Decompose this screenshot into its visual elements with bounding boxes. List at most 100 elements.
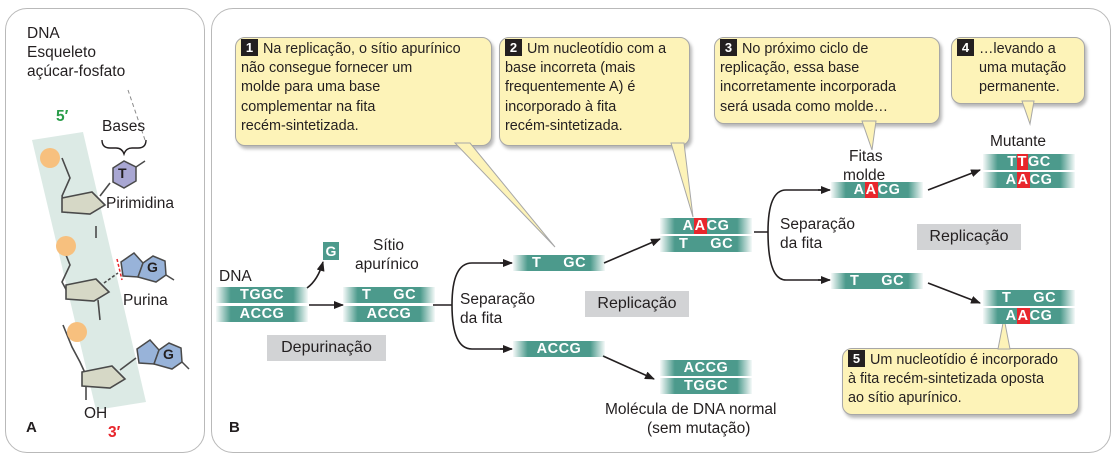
callout-3-pointer: [861, 120, 877, 151]
final-strand-bottom-a: A: [1005, 308, 1017, 324]
mutant-base-a-2: A: [1016, 172, 1030, 188]
phosphate-2: [56, 236, 76, 256]
separated-strand-damaged-left: T: [531, 255, 542, 271]
callout-5-line-2: à fita recém-sintetizada oposta: [848, 371, 1044, 388]
depurinated-strand-top-right: GC: [393, 287, 417, 303]
callout-5-text: 5 Um nucleotídio é incorporado à fita rec…: [848, 350, 1058, 409]
callout-1-line-4: complementar na fita: [241, 98, 376, 115]
callout-2-line-4: incorporado à fita: [505, 98, 617, 115]
sugar-1: [61, 191, 107, 215]
template-label-2: molde: [843, 167, 886, 184]
depurinated-strand-bottom: ACCG: [343, 306, 435, 322]
released-guanine: G: [323, 242, 339, 260]
depurination-step: Depurinação: [267, 335, 386, 361]
panel-b-letter: B: [229, 419, 240, 436]
callout-2-line-3: frequentemente A) é: [505, 79, 636, 96]
lower-single-strand-left: T: [849, 273, 860, 289]
replicated-strand-top-a: A: [682, 218, 694, 234]
template-label-1: Fitas: [849, 148, 883, 165]
callout-3-number: 3: [720, 39, 737, 56]
mutant-strand-bottom-b: CG: [1029, 172, 1053, 188]
strand-separation-label-1b: da fita: [460, 310, 503, 327]
dna-strand-original-top: TGGC: [216, 287, 308, 303]
five-prime-label: 5′: [56, 108, 69, 125]
callout-4-pointer: [1021, 100, 1035, 126]
mutant-base-t: T: [1016, 154, 1028, 170]
mutant-strand-bottom-a: A: [1005, 172, 1017, 188]
panel-a-title-2: Esqueleto: [27, 44, 96, 61]
callout-3-line-4: será usada como molde…: [720, 98, 888, 115]
replication-arrow-1: [603, 238, 661, 264]
replication-step-1: Replicação: [585, 291, 689, 317]
pyrimidine-label: Pirimidina: [106, 195, 175, 212]
phosphate-3: [67, 322, 87, 342]
lower-single-strand-right: GC: [881, 273, 905, 289]
pyrimidine-base: [112, 160, 137, 189]
callout-3-text: 3 No próximo ciclo de replicação, essa ba…: [720, 39, 896, 117]
callout-4-line-3: permanente.: [979, 79, 1060, 96]
callout-4-line-2: uma mutação: [979, 60, 1067, 77]
normal-molecule-label-1: Molécula de DNA normal: [605, 401, 777, 418]
base-t-letter: T: [118, 165, 127, 181]
callout-5-pointer: [997, 317, 1011, 350]
callout-5-number: 5: [848, 350, 865, 367]
callout-5-line-1: Um nucleotídio é incorporado: [870, 352, 1058, 368]
strand-separation-label-2a: Separação: [780, 216, 855, 233]
oh-label: OH: [84, 405, 108, 422]
lower-single-strand: T GC: [831, 273, 923, 289]
dna-strand-original-bottom: ACCG: [216, 306, 308, 322]
sugar-3: [81, 365, 127, 389]
mutant-strand-bottom: AACG: [983, 172, 1075, 188]
callout-1-line-5: recém-sintetizada.: [241, 117, 359, 134]
callout-4-line-1: …levando a: [979, 41, 1056, 57]
normal-molecule-top: ACCG: [660, 360, 752, 376]
abasic-site-label-2: apurínico: [355, 256, 419, 273]
replicated-strand-bottom-left: T: [678, 236, 689, 252]
callout-3-line-1: No próximo ciclo de: [742, 41, 869, 57]
sugar-2: [65, 278, 111, 302]
final-strand-top: T GC: [983, 290, 1075, 306]
callout-2-pointer: [670, 142, 694, 218]
panel-a-title-3: açúcar-fosfato: [27, 63, 126, 80]
strand-separation-fork-1: [433, 262, 510, 350]
final-strand-top-right: GC: [1033, 290, 1057, 306]
template-mutant-base: A: [864, 182, 878, 198]
mutant-strand-top-a: T: [1007, 154, 1017, 170]
final-mutant-base: A: [1016, 308, 1030, 324]
replicated-strand-bottom-right: GC: [710, 236, 734, 252]
callout-1-pointer: [453, 142, 556, 248]
mutant-strand-top-b: GC: [1027, 154, 1051, 170]
final-strand-bottom-b: CG: [1029, 308, 1053, 324]
callout-4-number: 4: [957, 39, 974, 56]
callout-5: [842, 348, 1079, 415]
phosphate-1: [40, 148, 60, 168]
final-strand-top-left: T: [1001, 290, 1012, 306]
template-strand: AACG: [831, 182, 923, 198]
callout-2-line-5: recém-sintetizada.: [505, 117, 623, 134]
three-prime-label: 3′: [108, 424, 121, 441]
replicated-strand-mutant-top: AACG: [660, 218, 752, 234]
mutant-base-a: A: [693, 218, 707, 234]
purine-label: Purina: [123, 292, 168, 309]
mutant-strand-top: TTGC: [983, 154, 1075, 170]
bases-label: Bases: [102, 118, 146, 135]
template-strand-b: CG: [877, 182, 901, 198]
strand-separation-label-1a: Separação: [460, 291, 535, 308]
strand-separation-label-2b: da fita: [780, 235, 823, 252]
strand-separation-fork-2: [754, 189, 828, 281]
bases-brace: [101, 139, 147, 157]
replication-arrow-lower: [927, 282, 981, 304]
normal-molecule-label-2: (sem mutação): [647, 420, 751, 437]
replicated-strand-bottom: T GC: [660, 236, 752, 252]
dna-label: DNA: [219, 268, 252, 285]
base-g2-letter: G: [163, 346, 174, 362]
callout-1-number: 1: [241, 39, 258, 56]
template-strand-a: A: [853, 182, 865, 198]
callout-3-line-3: incorretamente incorporada: [720, 79, 896, 96]
callout-3-line-2: replicação, essa base: [720, 60, 860, 77]
